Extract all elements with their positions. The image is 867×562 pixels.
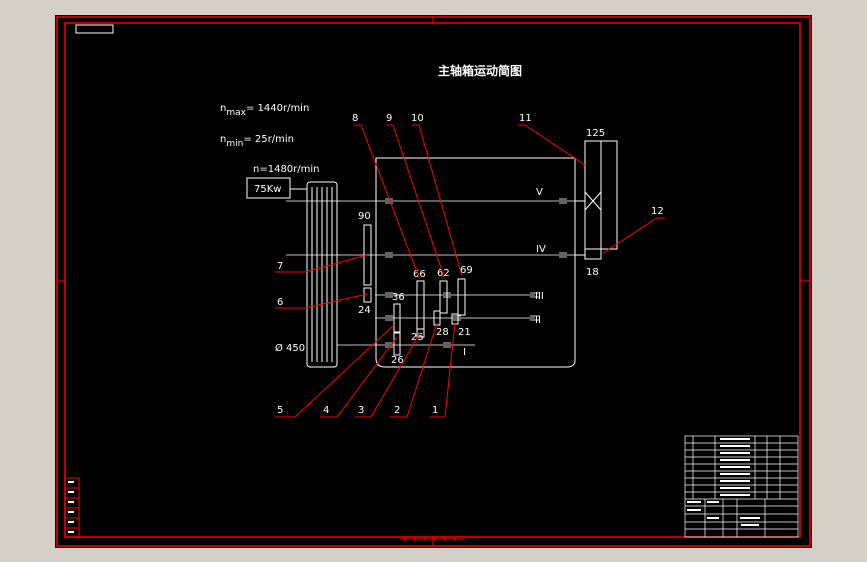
- callout-6: 6: [277, 297, 283, 308]
- motor-box: [246, 177, 291, 199]
- belt-drive: [306, 181, 338, 368]
- callout-3: 3: [358, 405, 364, 416]
- callout-11: 11: [519, 113, 532, 124]
- drawing-title: 主轴箱运动简图: [438, 63, 522, 78]
- svg-text:nmin= 25r/min: nmin= 25r/min: [220, 134, 294, 149]
- callout-7: 7: [277, 261, 283, 272]
- title-block: [684, 435, 799, 538]
- callout-8: 8: [352, 113, 358, 124]
- teeth-90: 90: [358, 211, 371, 222]
- teeth-36: 36: [392, 292, 405, 303]
- shaft-label-ii: II: [535, 315, 541, 326]
- gear-24: [363, 287, 372, 303]
- gear-26: [393, 332, 401, 356]
- shaft-label-v: V: [536, 187, 543, 198]
- callout-5: 5: [277, 405, 283, 416]
- border-ticks: [57, 17, 810, 546]
- gear-69: [457, 278, 466, 316]
- teeth-125: 125: [586, 128, 605, 139]
- gear-28: [433, 310, 441, 326]
- nmax-subscript: max: [226, 108, 246, 118]
- left-revision-strip: [64, 477, 80, 538]
- teeth-28: 28: [436, 327, 449, 338]
- callout-numbers: 7 6 8 9 10 11 12 5 4 3 2 1: [277, 113, 664, 416]
- tooth-labels: 90 24 36 26 25 66 62 69 28 21 125 18: [358, 128, 605, 366]
- gear-36: [393, 303, 401, 333]
- nmin-subscript: min: [226, 139, 243, 149]
- teeth-66: 66: [413, 269, 426, 280]
- nmin-value: = 25r/min: [243, 134, 294, 145]
- callout-1: 1: [432, 405, 438, 416]
- gear-62: [439, 280, 448, 314]
- drawing-canvas: 主轴箱运动简图 nmax= 1440r/min nmin= 25r/min n=…: [56, 16, 811, 547]
- teeth-69: 69: [460, 265, 473, 276]
- nmin-symbol: n: [220, 134, 226, 145]
- callout-2: 2: [394, 405, 400, 416]
- spindle-pulley: [575, 140, 618, 260]
- teeth-21: 21: [458, 327, 471, 338]
- shaft-label-i: I: [463, 347, 466, 358]
- motor-power: 75Kw: [254, 184, 281, 195]
- pulley-diameter: Ø 450: [275, 342, 305, 354]
- callout-4: 4: [323, 405, 329, 416]
- nmax-symbol: n: [220, 103, 226, 114]
- speed-specs: nmax= 1440r/min nmin= 25r/min n=1480r/mi…: [220, 103, 320, 175]
- drawing-code-box: [75, 24, 114, 34]
- shaft-labels: V IV III II I: [463, 187, 546, 358]
- shaft-label-iii: III: [535, 291, 544, 302]
- teeth-18: 18: [586, 267, 599, 278]
- gearbox-housing: [375, 157, 576, 368]
- shaft-label-iv: IV: [536, 244, 546, 255]
- svg-text:nmax= 1440r/min: nmax= 1440r/min: [220, 103, 309, 118]
- teeth-24: 24: [358, 305, 371, 316]
- gear-25: [416, 328, 425, 338]
- gears: [363, 224, 466, 356]
- callout-9: 9: [386, 113, 392, 124]
- motor-speed: n=1480r/min: [253, 164, 320, 175]
- gear-90: [363, 224, 372, 286]
- center-scale-mark: [400, 537, 465, 541]
- leader-lines: [275, 124, 665, 418]
- callout-10: 10: [411, 113, 424, 124]
- teeth-62: 62: [437, 268, 450, 279]
- gear-21: [451, 313, 459, 325]
- callout-12: 12: [651, 206, 664, 217]
- outer-border: [56, 16, 811, 547]
- drawing-sheet: 主轴箱运动简图 nmax= 1440r/min nmin= 25r/min n=…: [55, 15, 812, 548]
- teeth-26: 26: [391, 355, 404, 366]
- gear-66: [416, 280, 425, 330]
- nmax-value: = 1440r/min: [246, 103, 309, 114]
- shafts: [286, 200, 585, 346]
- inner-border: [64, 22, 801, 538]
